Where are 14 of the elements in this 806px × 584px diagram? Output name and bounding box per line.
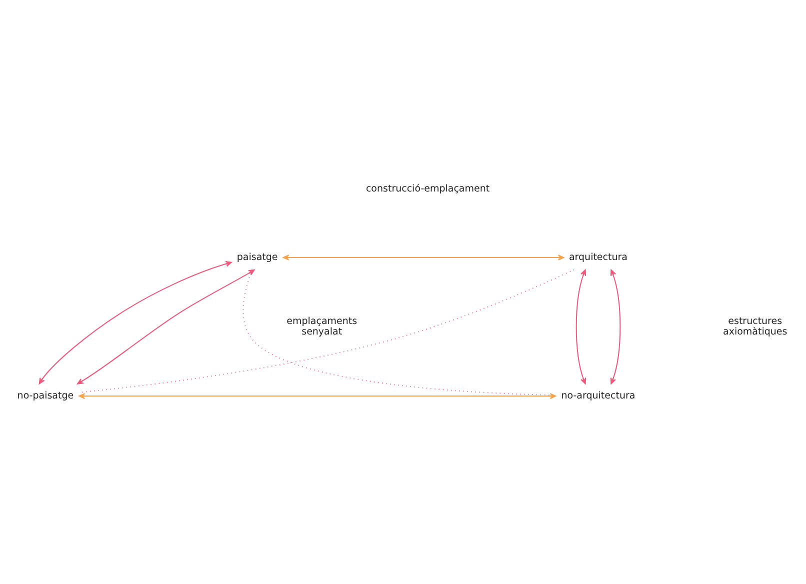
label: emplaçaments senyalat — [286, 316, 358, 337]
arrow — [38, 260, 232, 384]
connector — [79, 268, 574, 392]
arrow — [576, 268, 586, 384]
label: estructures axiomàtiques — [723, 316, 788, 337]
node-text: no-arquitectura — [561, 390, 636, 402]
node-text: arquitectura — [568, 252, 628, 263]
label: construcció-emplaçament — [366, 182, 490, 194]
arrow — [77, 268, 255, 384]
arrow — [610, 268, 621, 384]
node-text: no-paisatge — [17, 390, 74, 402]
node-text: paisatge — [236, 252, 278, 263]
arrow — [282, 254, 564, 260]
arrow — [78, 392, 556, 399]
